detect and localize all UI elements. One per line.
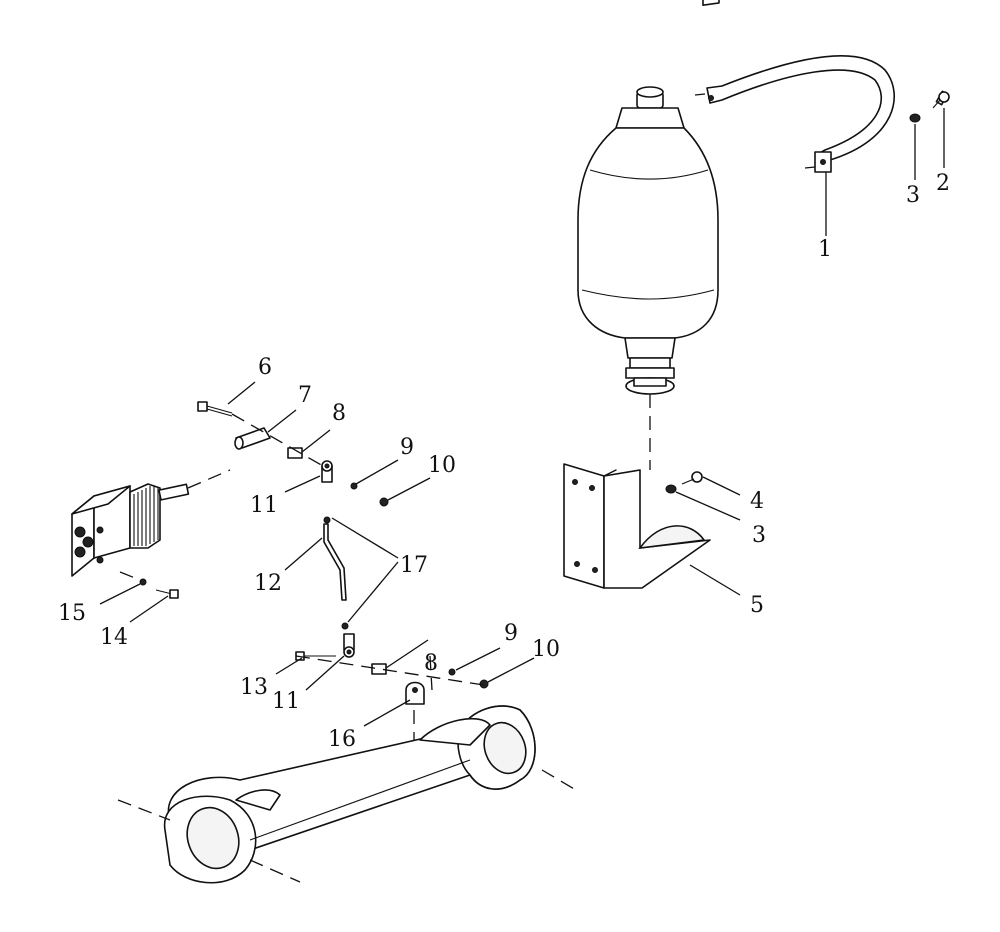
callout-17: 17 xyxy=(400,553,428,578)
plate-axis xyxy=(429,655,433,691)
lower-pin-axis xyxy=(295,655,491,687)
callout-16: 16 xyxy=(328,727,356,752)
bracket-screw xyxy=(681,471,703,485)
washer-top xyxy=(909,113,921,123)
leader-lines xyxy=(99,108,945,727)
accumulator-bracket xyxy=(563,463,711,589)
bracket-washer xyxy=(665,484,677,494)
tube-sleeve xyxy=(234,427,271,450)
joystick-axis xyxy=(187,469,231,489)
bushing-upper xyxy=(287,447,303,459)
callout-10-lower: 10 xyxy=(532,637,560,662)
callout-1: 1 xyxy=(818,237,832,262)
callout-8-upper: 8 xyxy=(332,401,346,426)
joystick-washer xyxy=(139,578,147,586)
rod-end-upper xyxy=(321,460,333,483)
callout-6: 6 xyxy=(258,355,272,380)
callout-11-lower: 11 xyxy=(272,689,300,714)
accumulator xyxy=(577,86,719,395)
arm-axis-right xyxy=(541,769,577,791)
callout-13: 13 xyxy=(240,675,268,700)
lower-arm xyxy=(163,705,536,884)
mounting-strap xyxy=(694,0,896,173)
callout-4: 4 xyxy=(750,489,764,514)
joystick-screw xyxy=(155,589,179,599)
clevis-plate xyxy=(405,681,425,705)
callout-5: 5 xyxy=(750,593,764,618)
pin-axis xyxy=(231,413,331,471)
joystick-valve xyxy=(71,483,190,577)
callout-12: 12 xyxy=(254,571,282,596)
arm-axis-left-b xyxy=(249,859,301,883)
callout-11-upper: 11 xyxy=(250,493,278,518)
callout-8-lower: 8 xyxy=(424,651,438,676)
callouts: 1 2 3 3 4 5 6 7 8 8 9 9 10 10 11 11 12 1… xyxy=(58,171,950,752)
upper-washer-nut xyxy=(350,482,389,507)
callout-15: 15 xyxy=(58,601,86,626)
callout-14: 14 xyxy=(100,625,128,650)
screw-top xyxy=(932,90,950,109)
lower-bolt xyxy=(295,651,336,661)
linkage-rod xyxy=(323,516,349,630)
callout-3-bracket: 3 xyxy=(752,523,766,548)
callout-9-lower: 9 xyxy=(504,621,518,646)
long-bolt xyxy=(197,401,233,417)
arm-axis-left-a xyxy=(117,799,171,821)
callout-7: 7 xyxy=(298,383,312,408)
callout-10-upper: 10 xyxy=(428,453,456,478)
callout-9-upper: 9 xyxy=(400,435,414,460)
callout-3-top: 3 xyxy=(906,183,920,208)
bushing-lower xyxy=(371,663,387,675)
callout-2: 2 xyxy=(936,171,950,196)
rod-end-lower xyxy=(343,633,355,658)
